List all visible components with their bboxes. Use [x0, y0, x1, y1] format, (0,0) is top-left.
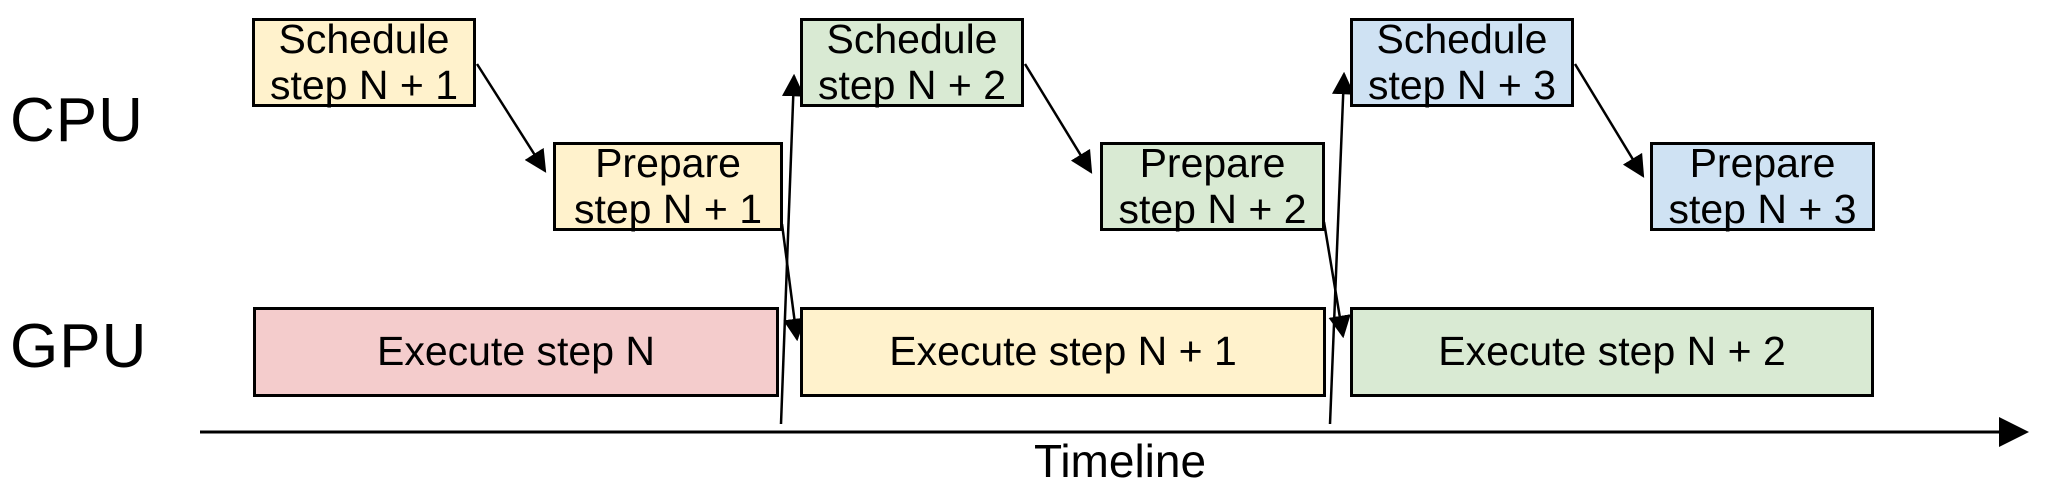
prepare-step-n-plus-1-box: Prepare step N + 1 [553, 140, 783, 231]
schedule-step-n-plus-3-box: Schedule step N + 3 [1350, 16, 1574, 107]
timeline-axis-label: Timeline [1033, 435, 1207, 487]
execute-step-n-plus-2-box: Execute step N + 2 [1350, 307, 1874, 397]
arrow-schedule-n2-to-prepare-n2 [1023, 63, 1093, 174]
schedule-step-n-plus-1-box: Schedule step N + 1 [252, 16, 476, 107]
arrow-prepare-n1-to-execute-n1 [780, 223, 806, 342]
gpu-lane-label: GPU [10, 312, 148, 381]
arrow-prepare-n2-to-execute-n2 [1322, 221, 1351, 339]
arrow-schedule-n3-to-prepare-n3 [1573, 63, 1645, 178]
cpu-lane-label: CPU [10, 86, 144, 155]
arrow-schedule-n1-to-prepare-n1 [475, 63, 547, 173]
arrow-execute-n-end-to-schedule-n2 [779, 73, 805, 425]
prepare-step-n-plus-3-box: Prepare step N + 3 [1650, 140, 1875, 231]
schedule-step-n-plus-2-box: Schedule step N + 2 [800, 16, 1024, 107]
prepare-step-n-plus-2-box: Prepare step N + 2 [1100, 140, 1325, 231]
arrow-execute-n1-end-to-schedule-n3 [1328, 71, 1355, 425]
execute-step-n-box: Execute step N [253, 307, 779, 397]
execute-step-n-plus-1-box: Execute step N + 1 [800, 307, 1326, 397]
